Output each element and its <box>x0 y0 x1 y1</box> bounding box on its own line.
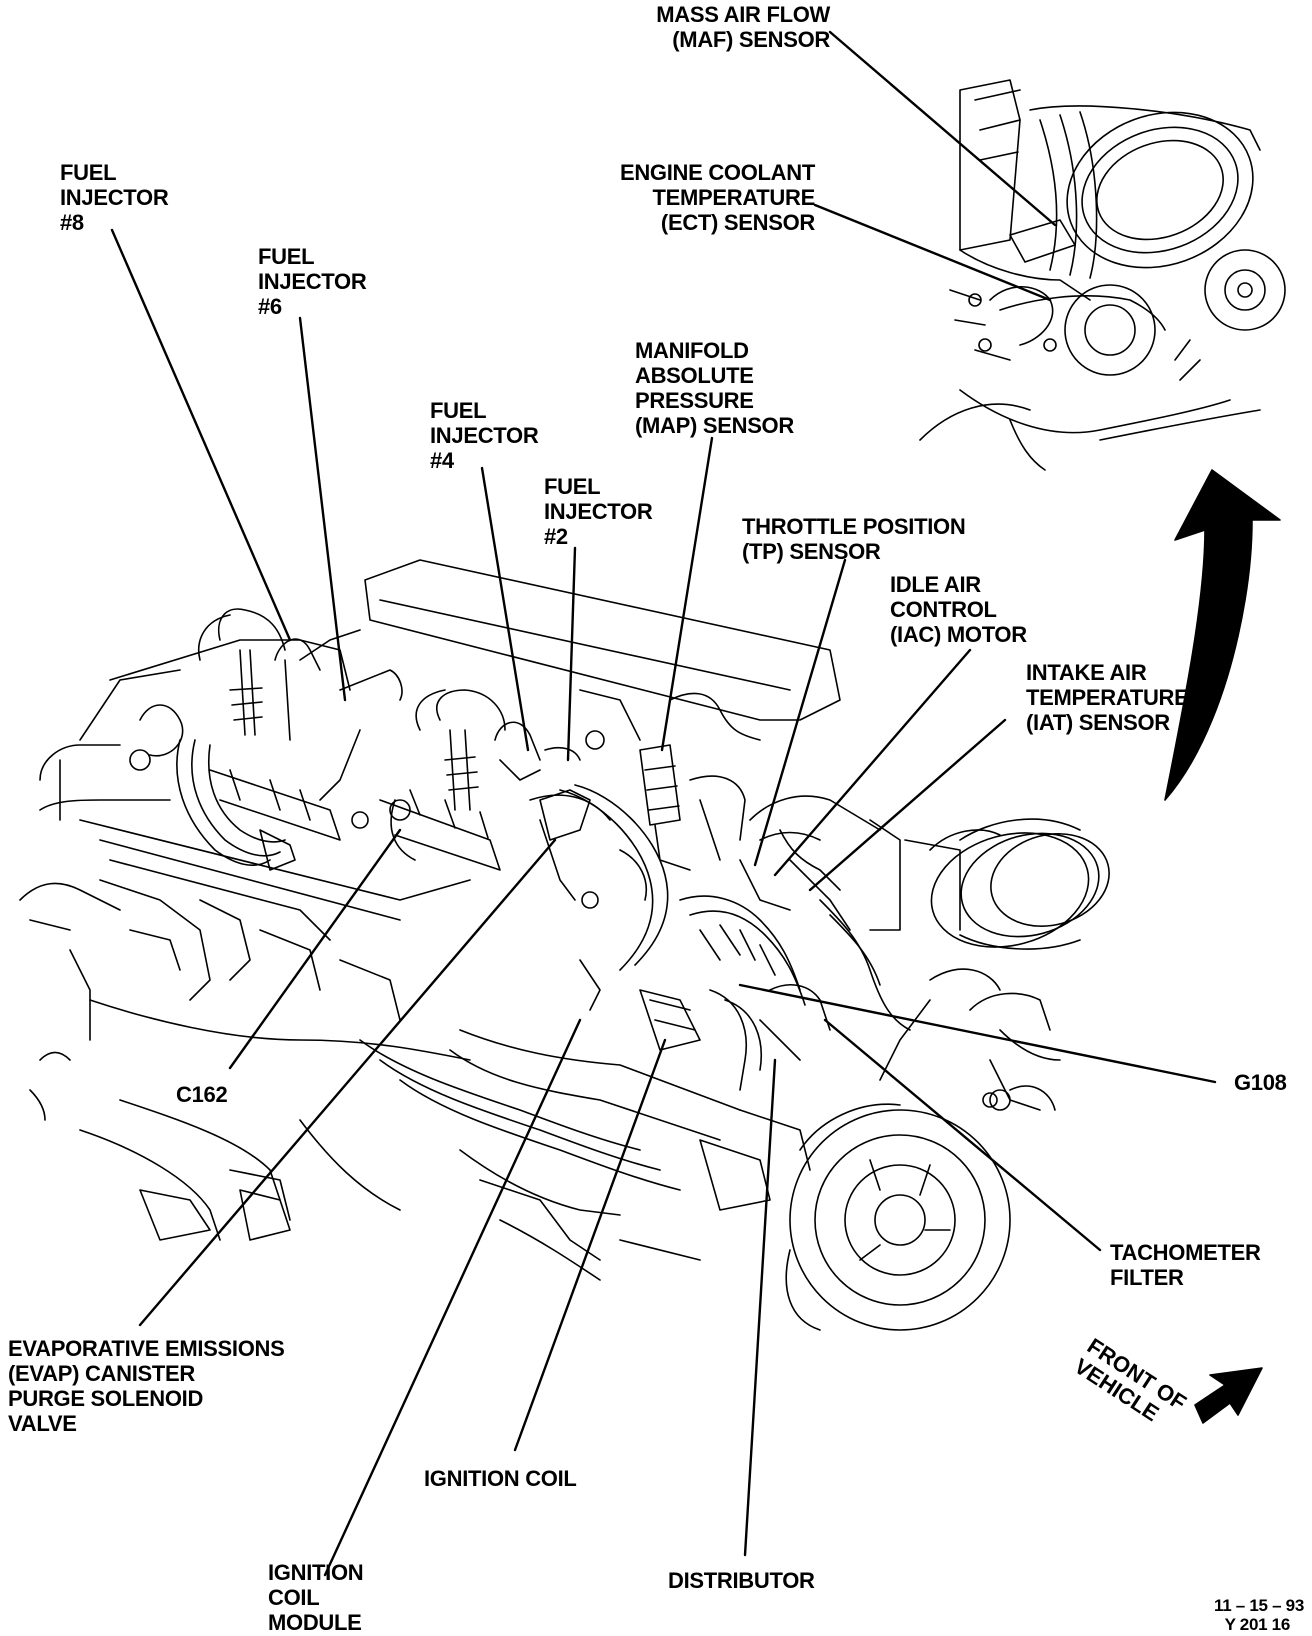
figure-date: 11 – 15 – 93 <box>1214 1596 1304 1615</box>
leader-lines <box>110 30 1217 1577</box>
engine-illustration <box>19 559 1110 1331</box>
figure-id: Y 201 16 <box>1224 1615 1291 1634</box>
label-ignition-coil: IGNITION COIL <box>424 1466 577 1491</box>
label-c162: C162 <box>176 1082 228 1107</box>
label-maf-sensor: MASS AIR FLOW(MAF) SENSOR <box>656 2 830 52</box>
front-of-vehicle-arrow <box>1194 1367 1263 1424</box>
label-tp-sensor: THROTTLE POSITION(TP) SENSOR <box>742 514 966 564</box>
label-g108: G108 <box>1234 1070 1287 1095</box>
maf-inset-illustration <box>919 79 1286 471</box>
inset-curved-arrow <box>1164 469 1281 801</box>
label-distributor: DISTRIBUTOR <box>668 1568 815 1593</box>
